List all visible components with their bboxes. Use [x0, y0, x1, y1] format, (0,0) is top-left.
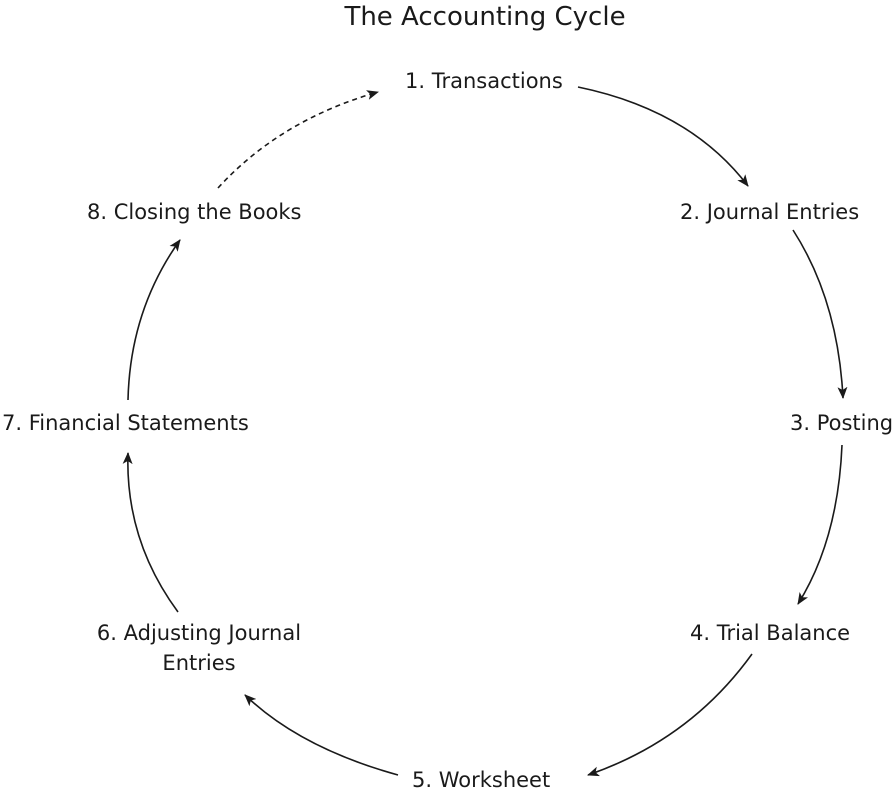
arrow-3-to-4	[797, 444, 843, 605]
stage-closing-the-books: 8. Closing the Books	[87, 200, 302, 224]
stage-adjusting-journal-entries: 6. Adjusting Journal Entries	[84, 618, 314, 678]
stage-transactions: 1. Transactions	[405, 69, 563, 93]
stage-trial-balance: 4. Trial Balance	[690, 621, 851, 645]
arrow-7-to-8	[127, 239, 181, 401]
stage-worksheet: 5. Worksheet	[412, 768, 551, 792]
stage-financial-statements: 7. Financial Statements	[2, 411, 249, 435]
arrow-4-to-5	[587, 653, 753, 777]
stage-journal-entries: 2. Journal Entries	[680, 200, 860, 224]
stage-posting: 3. Posting	[790, 411, 894, 435]
arrow-5-to-6	[244, 694, 399, 776]
arrow-2-to-3	[792, 229, 848, 399]
arrow-8-to-1-dashed	[217, 90, 379, 189]
stage-adjusting-line2: Entries	[162, 651, 236, 675]
diagram-title: The Accounting Cycle	[344, 2, 626, 32]
stage-adjusting-line1: 6. Adjusting Journal	[96, 621, 302, 645]
arrow-6-to-7	[122, 452, 179, 613]
arrow-1-to-2	[577, 86, 749, 187]
